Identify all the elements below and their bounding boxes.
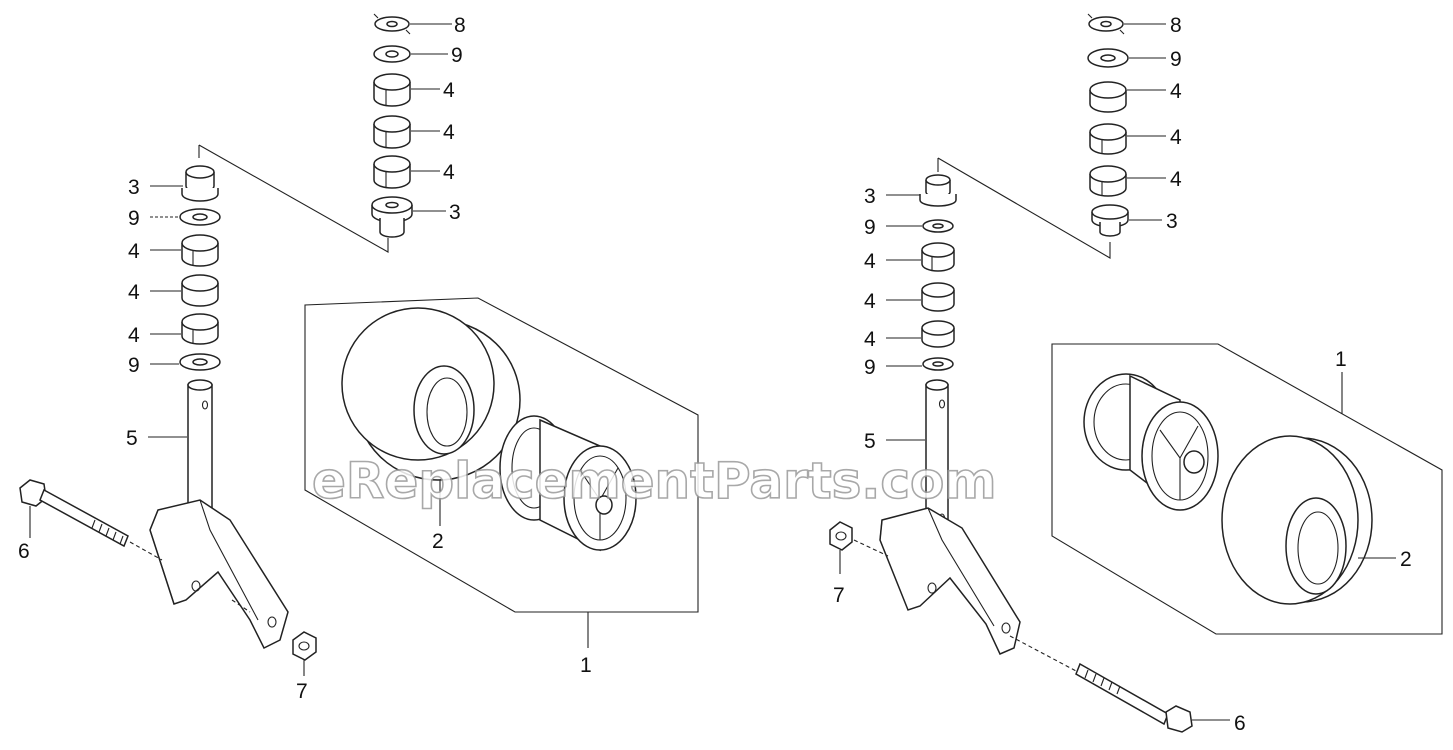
left-label-4c: 4 [443,161,455,184]
right-label-1: 1 [1335,348,1347,371]
right-caster-assembly: 8 9 4 4 4 3 [829,13,1443,735]
right-spacer-4b [1089,123,1127,155]
watermark-text: eReplacementParts.com [312,452,997,510]
right-label-8: 8 [1170,14,1182,37]
left-label-6: 6 [18,540,30,563]
left-spacer-4f [181,313,219,345]
left-label-4b: 4 [443,121,455,144]
left-spindle-fork: 5 [126,379,289,650]
left-label-7: 7 [296,680,308,703]
right-label-9c: 9 [864,356,876,379]
left-label-4f: 4 [128,324,140,347]
right-spacer-4a [1089,81,1127,113]
right-label-4a: 4 [1170,80,1182,103]
left-label-3a: 3 [449,201,461,224]
left-label-2: 2 [432,530,444,553]
right-label-4d: 4 [864,250,876,273]
right-spindle-stack: 3 9 4 4 4 9 [864,174,957,379]
left-spacer-4e [181,274,219,307]
left-top-stack: 8 9 4 4 4 3 [371,13,466,238]
right-spacer-4d [921,242,955,272]
left-label-1: 1 [580,654,592,677]
left-tire-2: 2 [341,307,521,553]
left-bolt-6: 6 [18,479,251,613]
right-bushing-3a [1091,204,1129,237]
left-spacer-4a [373,73,411,107]
left-label-4e: 4 [128,281,140,304]
right-label-5: 5 [864,430,876,453]
left-washer-9a [373,45,411,63]
left-label-9a: 9 [451,44,463,67]
left-explode-line [198,144,389,253]
left-label-9c: 9 [128,354,140,377]
left-washer-9c [179,353,221,371]
right-spacer-4c [1089,165,1127,197]
left-label-3b: 3 [128,176,140,199]
right-label-9a: 9 [1170,48,1182,71]
right-label-9b: 9 [864,216,876,239]
left-spacer-4b [373,115,411,149]
right-retaining-clip-8 [1087,13,1125,35]
right-nut-7: 7 [829,521,889,607]
right-spindle-fork: 5 [864,379,1021,655]
right-explode-line [937,157,1111,259]
left-label-5: 5 [126,427,138,450]
left-wheel-group-box [304,297,699,613]
left-washer-9b [179,208,221,226]
right-washer-9c [922,357,954,371]
right-label-7: 7 [833,584,845,607]
left-wheel-rim [499,415,637,552]
left-bushing-3a [371,196,413,238]
left-nut-7: 7 [292,631,317,703]
right-wheel-rim [1083,373,1219,511]
left-caster-assembly: 8 9 4 4 4 3 [18,13,699,703]
right-label-4e: 4 [864,290,876,313]
right-label-3a: 3 [1166,210,1178,233]
right-label-6: 6 [1234,712,1246,735]
right-top-stack: 8 9 4 4 4 3 [1087,13,1182,237]
right-label-4c: 4 [1170,168,1182,191]
left-spacer-4d [181,234,219,267]
right-spacer-4e [921,282,955,312]
right-washer-9b [922,219,954,233]
right-wheel-group-box [1051,343,1443,635]
left-label-4d: 4 [128,240,140,263]
left-spindle-stack: 3 9 4 4 4 9 [128,165,221,377]
right-washer-9a [1087,48,1129,68]
left-label-9b: 9 [128,207,140,230]
left-label-8: 8 [454,14,466,37]
right-tire-2: 2 [1221,435,1412,605]
left-spacer-4c [373,155,411,189]
right-label-3b: 3 [864,185,876,208]
right-label-4b: 4 [1170,126,1182,149]
right-label-2: 2 [1400,548,1412,571]
right-bushing-3b [919,174,957,207]
right-bolt-6: 6 [1009,635,1246,735]
left-retaining-clip-8 [373,13,411,35]
right-spacer-4f [921,320,955,348]
right-label-4f: 4 [864,328,876,351]
left-bushing-3b [181,165,219,202]
left-label-4a: 4 [443,79,455,102]
